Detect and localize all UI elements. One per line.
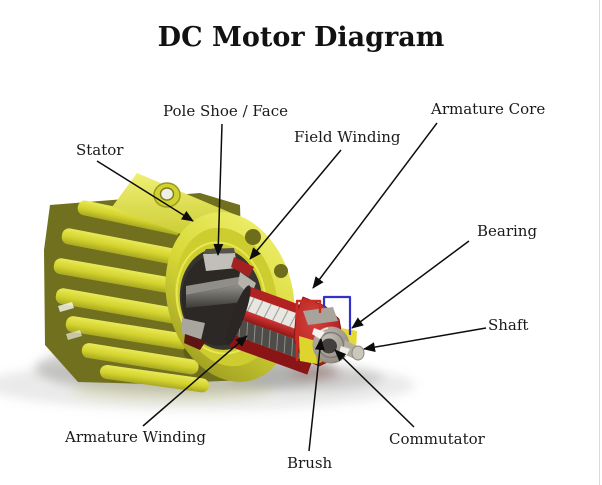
arrow-brush [308,338,325,452]
label-pole-shoe: Pole Shoe / Face [163,102,289,120]
bearing-cap [303,307,338,325]
arrow-armature-winding [142,335,248,427]
arrow-commutator [334,349,415,428]
inner-shaft [186,276,244,295]
wire-red [295,299,322,362]
page-title: DC Motor Diagram [157,22,445,53]
ring-notch [274,264,288,278]
arrow-shaft [363,327,487,353]
annotation-arrows [96,122,487,452]
arrow-bearing [351,240,470,329]
arrow-armature-core [312,122,438,289]
commutator-end-assembly [293,295,365,367]
wire-blue [322,295,352,336]
label-commutator: Commutator [389,430,485,448]
label-shaft: Shaft [488,316,529,334]
label-armature-core: Armature Core [431,100,546,118]
arrow-field-winding [249,149,342,260]
lug-hole [159,187,175,201]
shaft-end [351,345,365,361]
armature-core-laminations [230,317,318,364]
brush-wedge [312,328,325,339]
stator-housing [44,173,295,393]
label-field-winding: Field Winding [294,128,401,146]
brush-holder-left [299,336,317,364]
arrow-pole-shoe [213,123,224,256]
field-winding-red [231,257,254,277]
page-edge-divider [599,0,600,485]
ring-notch [245,229,261,245]
label-brush: Brush [287,454,333,472]
label-stator: Stator [76,141,124,159]
arrow-stator [96,160,194,222]
label-bearing: Bearing [477,222,538,240]
label-armature-winding: Armature Winding [65,428,206,446]
